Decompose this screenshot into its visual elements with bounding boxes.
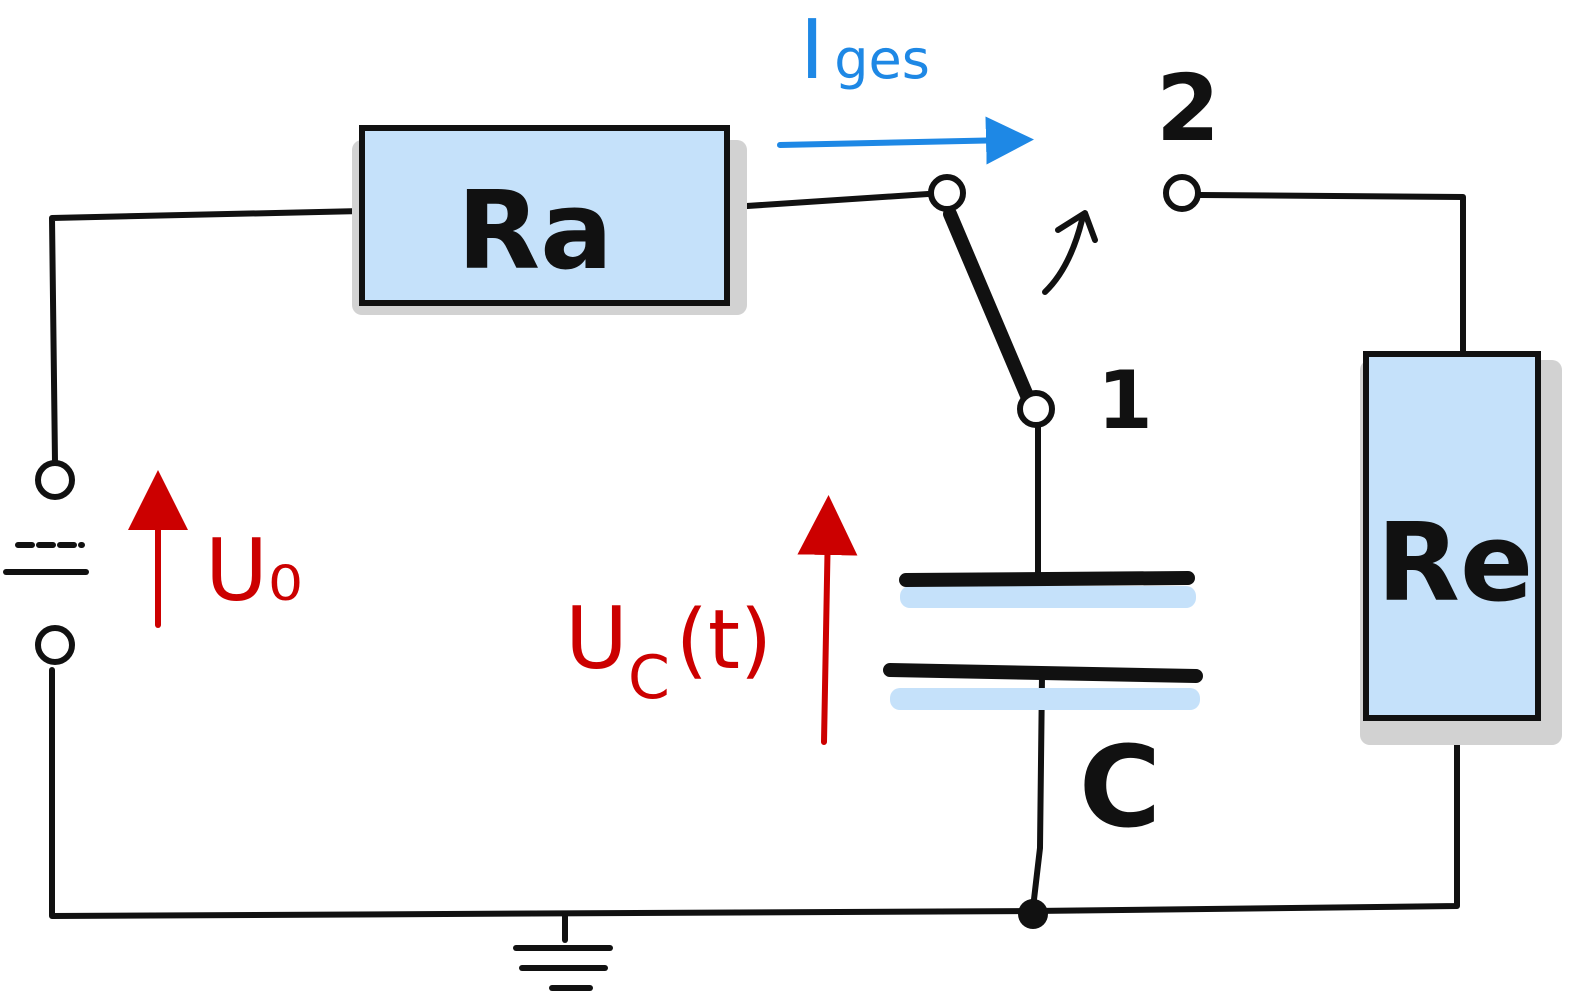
resistor-re-label: Re [1377,501,1533,626]
wire-left-bottom [49,667,1036,919]
resistor-ra-label: Ra [457,169,613,294]
switch-lever [943,207,1035,405]
capacitor-plate-bottom-highlight [890,688,1200,710]
source-voltage-label: U₀ [205,521,302,621]
wire-switch2-to-re [1197,192,1466,359]
current-arrow [777,116,1034,165]
current-subscript: ges [834,28,930,91]
capacitor-plate-top [899,571,1195,587]
source-terminal-plus [35,460,75,500]
resistor-ra-body [359,125,730,306]
switch-direction-arrow [1042,210,1098,295]
capacitor-voltage-subscript: C [628,643,670,713]
junction-node [1018,899,1048,929]
resistor-re: Re [1360,351,1562,745]
capacitor-plate-top-highlight [900,586,1196,608]
switch-terminal-1 [1017,390,1055,428]
switch-pivot [928,174,966,212]
capacitor-label: C [1079,723,1161,853]
wire-capacitor-to-ground-node [1030,673,1045,911]
capacitor-voltage-label: UC(t) [565,589,772,713]
source-voltage-annotation: U₀ [128,470,302,628]
switch-position-2-label: 2 [1156,55,1220,162]
source-terminal-minus [35,625,75,665]
wire-bottom-right [1030,715,1460,914]
ground-symbol [513,911,613,991]
wires [49,191,1466,919]
current-symbol: I [800,3,824,98]
dc-source [3,460,89,665]
capacitor: C [883,571,1203,853]
capacitor-voltage-arrow [797,495,858,745]
capacitor-voltage-argument: (t) [676,593,772,688]
wire-ra-to-switch [729,191,931,210]
resistor-ra: Ra [352,125,747,315]
capacitor-voltage-annotation: UC(t) [565,495,858,745]
switch: 2 1 [928,55,1220,447]
switch-terminal-2 [1163,174,1201,212]
capacitor-voltage-symbol: U [565,589,628,689]
capacitor-plate-bottom [883,663,1203,683]
switch-position-1-label: 1 [1097,354,1153,447]
resistor-re-body [1363,351,1541,721]
wire-left-top [49,208,365,465]
